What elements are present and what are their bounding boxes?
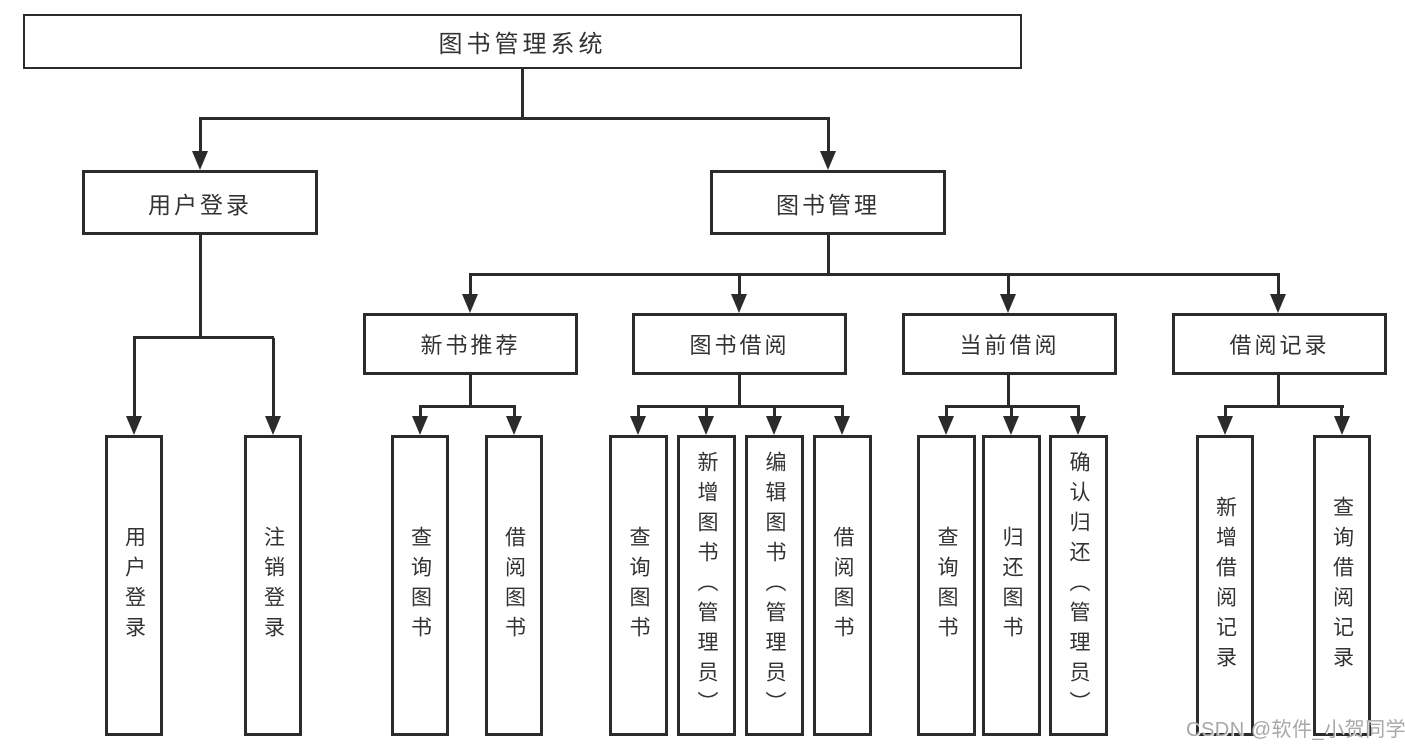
node-root: 图书管理系统 — [23, 14, 1022, 69]
arrow-down-icon — [462, 294, 478, 313]
node-current-borrow-label: 当前借阅 — [959, 333, 1060, 358]
node-new-book-recommend: 新书推荐 — [363, 313, 578, 375]
connector-line — [1224, 405, 1344, 408]
connector-line — [1224, 407, 1227, 418]
node-book-management: 图书管理 — [710, 170, 946, 235]
leaf-query-books-1: 查询图书 — [391, 435, 449, 736]
node-new-book-recommend-label: 新书推荐 — [420, 333, 521, 358]
leaf-borrow-books-1-label: 借阅图书 — [502, 525, 526, 646]
node-user-login-label: 用户登录 — [148, 191, 252, 218]
arrow-down-icon — [834, 416, 850, 435]
leaf-edit-book-admin-label: 编辑图书（管理员） — [763, 450, 786, 721]
leaf-query-books-3: 查询图书 — [917, 435, 976, 736]
connector-line — [133, 336, 274, 339]
leaf-confirm-return-admin-label: 确认归还（管理员） — [1067, 450, 1090, 721]
connector-line — [827, 119, 830, 154]
node-root-label: 图书管理系统 — [438, 31, 607, 58]
connector-line — [738, 375, 741, 407]
connector-line — [945, 405, 1080, 408]
arrow-down-icon — [1270, 294, 1286, 313]
arrow-down-icon — [820, 151, 836, 170]
connector-line — [1010, 407, 1013, 418]
leaf-add-book-admin-label: 新增图书（管理员） — [695, 450, 718, 721]
connector-line — [272, 338, 275, 418]
connector-line — [841, 407, 844, 418]
connector-line — [827, 235, 830, 275]
leaf-add-borrow-record: 新增借阅记录 — [1196, 435, 1254, 736]
connector-line — [1007, 275, 1010, 297]
connector-line — [1340, 407, 1343, 418]
connector-line — [513, 407, 516, 418]
leaf-query-books-1-label: 查询图书 — [408, 525, 432, 646]
arrow-down-icon — [1000, 294, 1016, 313]
arrow-down-icon — [698, 416, 714, 435]
node-borrow-records-label: 借阅记录 — [1229, 333, 1330, 358]
connector-line — [738, 275, 741, 297]
connector-line — [133, 338, 136, 418]
node-current-borrow: 当前借阅 — [902, 313, 1117, 375]
connector-line — [469, 375, 472, 407]
connector-line — [419, 405, 516, 408]
arrow-down-icon — [938, 416, 954, 435]
arrow-down-icon — [1217, 416, 1233, 435]
connector-line — [199, 117, 830, 120]
arrow-down-icon — [265, 416, 281, 435]
connector-line — [419, 407, 422, 418]
leaf-add-book-admin: 新增图书（管理员） — [677, 435, 736, 736]
connector-line — [199, 235, 202, 338]
arrow-down-icon — [1334, 416, 1350, 435]
node-book-borrow-label: 图书借阅 — [689, 333, 790, 358]
arrow-down-icon — [731, 294, 747, 313]
connector-line — [945, 407, 948, 418]
leaf-borrow-books-2-label: 借阅图书 — [831, 525, 854, 646]
connector-line — [1007, 375, 1010, 407]
leaf-return-books: 归还图书 — [982, 435, 1041, 736]
leaf-logout-login: 注销登录 — [244, 435, 302, 736]
leaf-return-books-label: 归还图书 — [1000, 525, 1023, 646]
leaf-confirm-return-admin: 确认归还（管理员） — [1049, 435, 1108, 736]
arrow-down-icon — [506, 416, 522, 435]
arrow-down-icon — [192, 151, 208, 170]
connector-line — [521, 66, 524, 119]
node-user-login: 用户登录 — [82, 170, 318, 235]
leaf-query-borrow-record: 查询借阅记录 — [1313, 435, 1371, 736]
node-book-management-label: 图书管理 — [776, 191, 880, 218]
watermark: CSDN @软件_小贺同学 — [1186, 719, 1405, 741]
leaf-user-login: 用户登录 — [105, 435, 163, 736]
leaf-logout-login-label: 注销登录 — [261, 525, 285, 646]
connector-line — [469, 275, 472, 297]
connector-line — [705, 407, 708, 418]
arrow-down-icon — [1003, 416, 1019, 435]
leaf-user-login-label: 用户登录 — [122, 525, 146, 646]
connector-line — [637, 407, 640, 418]
leaf-borrow-books-1: 借阅图书 — [485, 435, 543, 736]
connector-line — [199, 119, 202, 154]
connector-line — [773, 407, 776, 418]
arrow-down-icon — [630, 416, 646, 435]
leaf-query-books-2-label: 查询图书 — [627, 525, 650, 646]
connector-line — [469, 273, 1280, 276]
leaf-query-books-2: 查询图书 — [609, 435, 668, 736]
arrow-down-icon — [1070, 416, 1086, 435]
node-book-borrow: 图书借阅 — [632, 313, 847, 375]
arrow-down-icon — [126, 416, 142, 435]
connector-line — [1077, 407, 1080, 418]
leaf-edit-book-admin: 编辑图书（管理员） — [745, 435, 804, 736]
connector-line — [637, 405, 844, 408]
leaf-borrow-books-2: 借阅图书 — [813, 435, 872, 736]
leaf-query-books-3-label: 查询图书 — [935, 525, 958, 646]
leaf-add-borrow-record-label: 新增借阅记录 — [1213, 495, 1237, 676]
leaf-query-borrow-record-label: 查询借阅记录 — [1330, 495, 1354, 676]
arrow-down-icon — [766, 416, 782, 435]
arrow-down-icon — [412, 416, 428, 435]
connector-line — [1277, 275, 1280, 297]
node-borrow-records: 借阅记录 — [1172, 313, 1387, 375]
connector-line — [1277, 375, 1280, 407]
